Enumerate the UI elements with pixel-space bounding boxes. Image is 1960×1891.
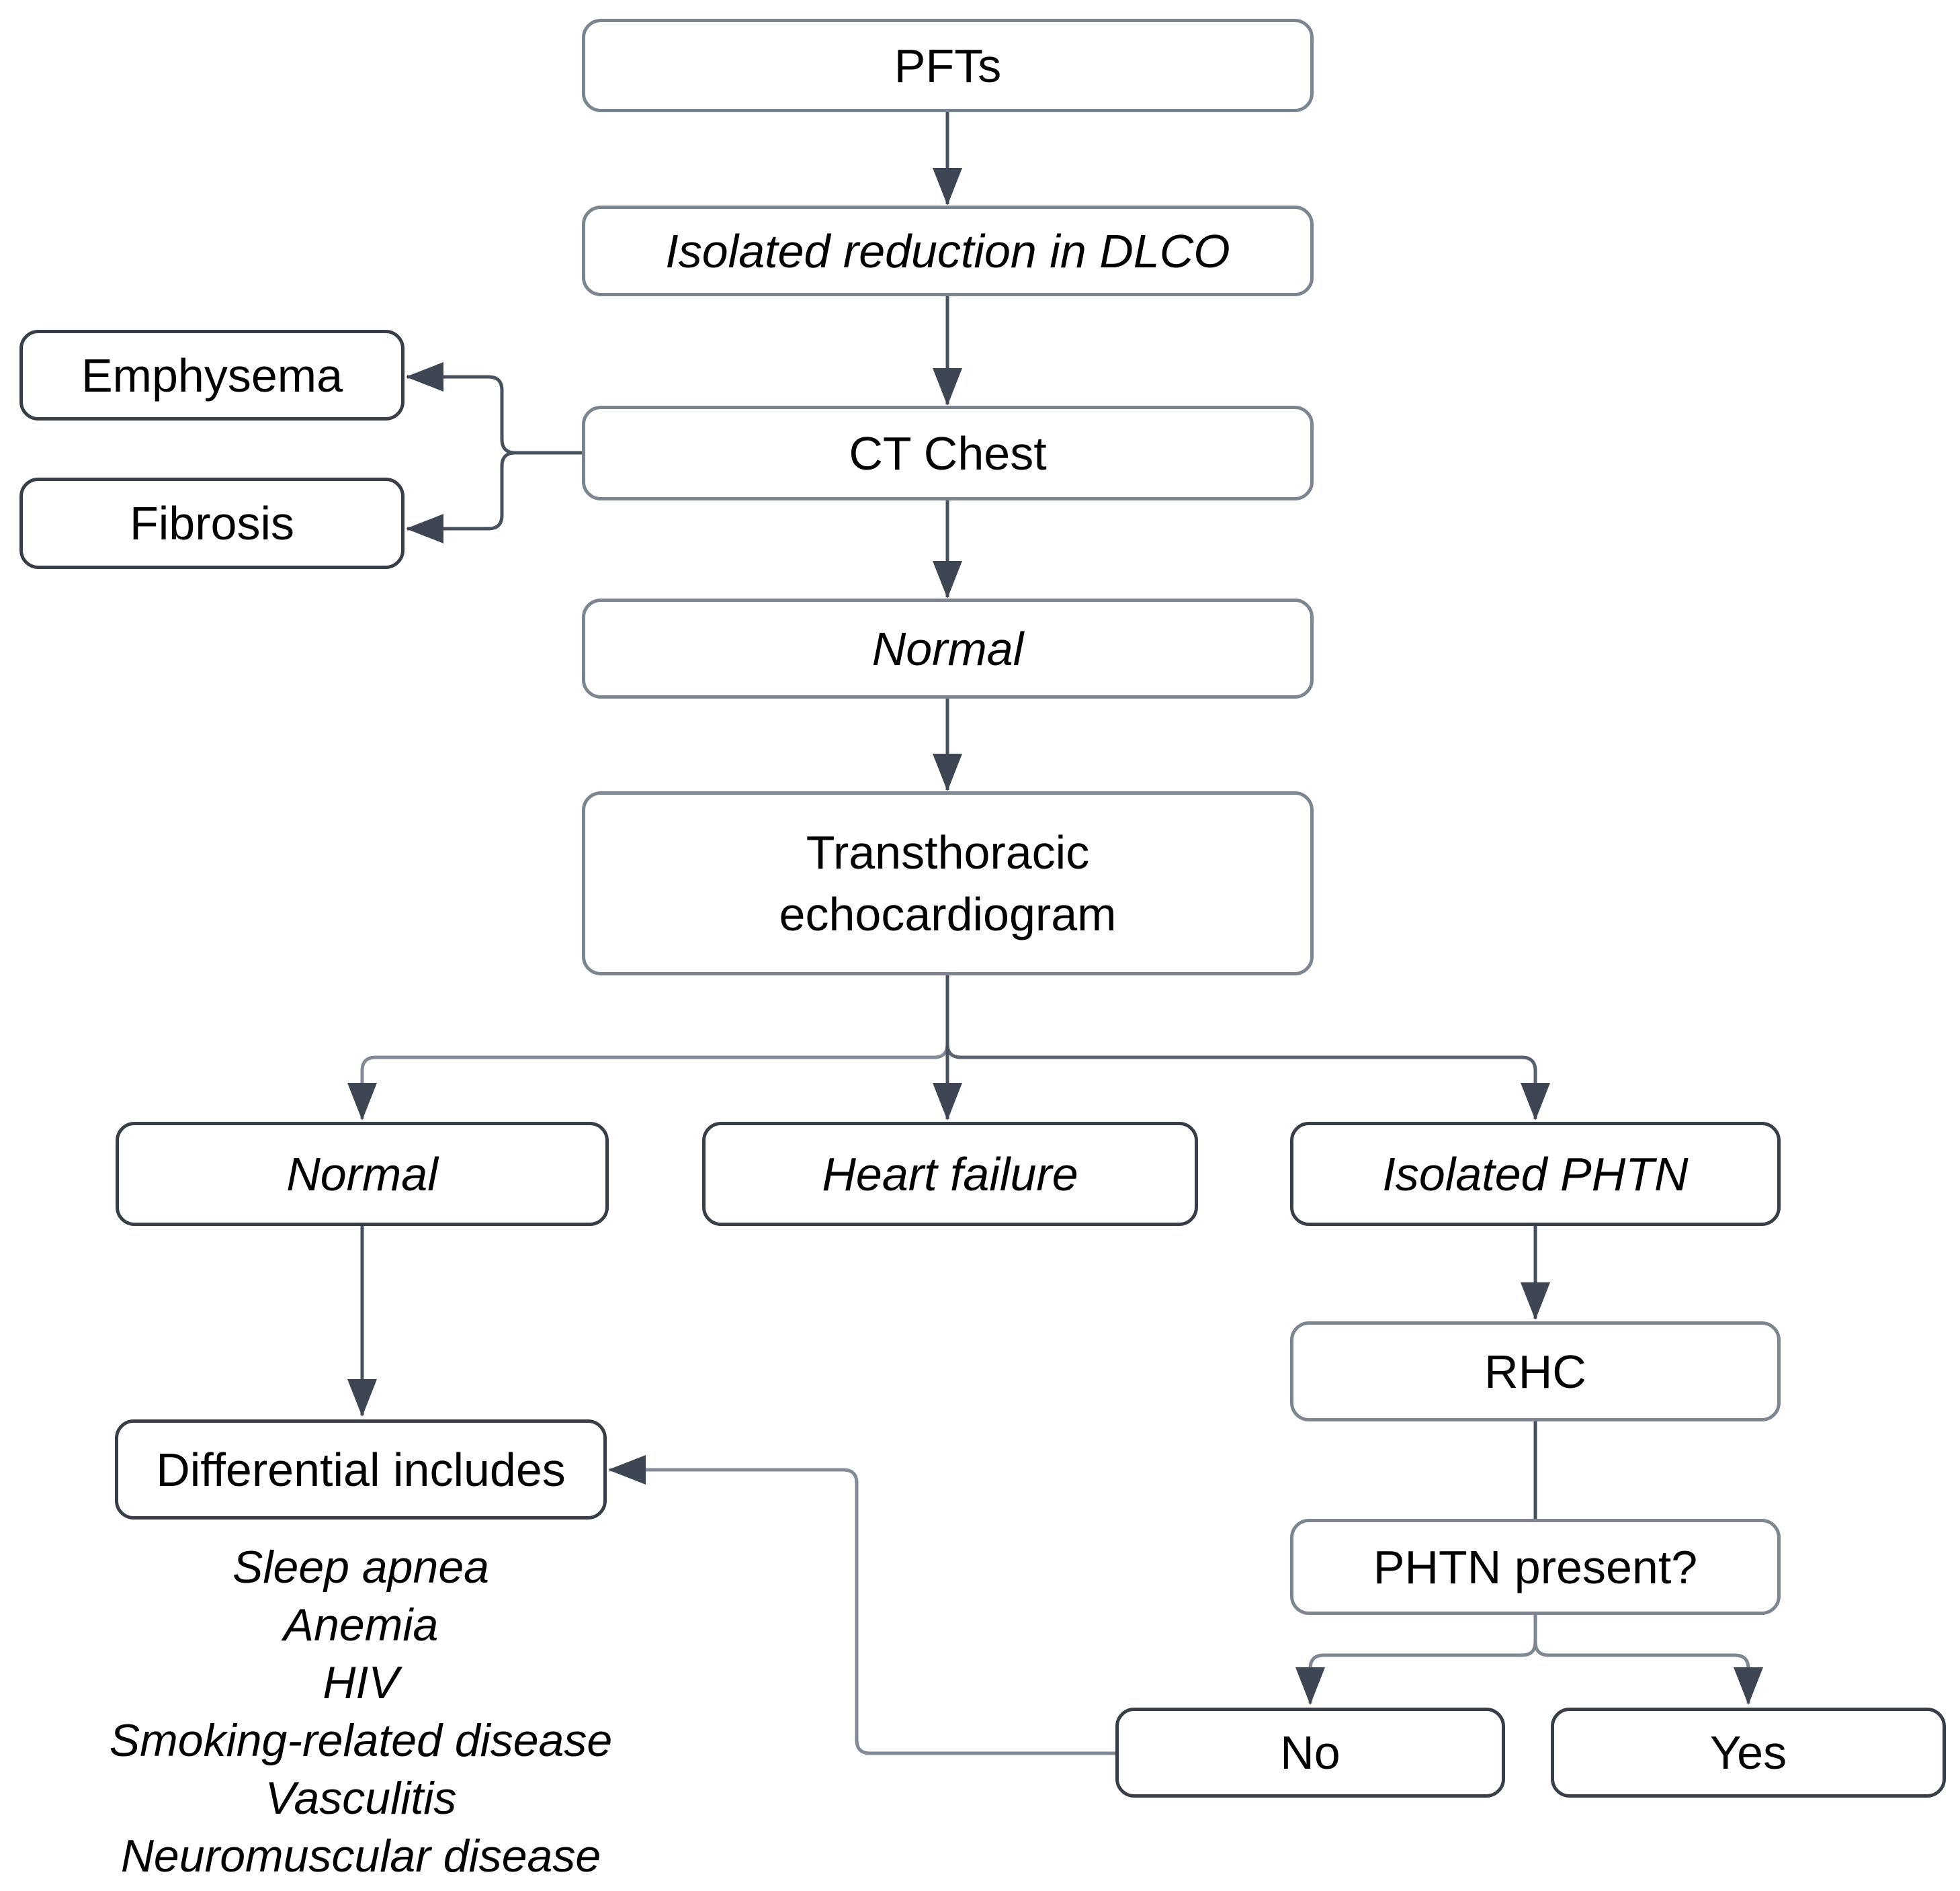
edge-tte-isolatedphtn	[945, 975, 1550, 1120]
node-isolated-phtn: Isolated PHTN	[1290, 1122, 1781, 1226]
differential-item: Neuromuscular disease	[120, 1831, 601, 1882]
edge-phtnpresent-yes	[1533, 1615, 1763, 1705]
node-no-label: No	[1280, 1726, 1340, 1779]
node-differential-includes: Differential includes	[115, 1419, 607, 1520]
node-transthoracic-echocardiogram: Transthoracic echocardiogram	[582, 791, 1314, 975]
edge-ctchest-emphysema	[406, 362, 582, 455]
differential-item: Sleep apnea	[232, 1542, 489, 1593]
node-fibrosis-label: Fibrosis	[129, 497, 295, 549]
node-heart-failure-label: Heart failure	[822, 1147, 1078, 1200]
node-phtn-present-label: PHTN present?	[1373, 1540, 1698, 1593]
edge-no-differential	[608, 1455, 1115, 1755]
node-pfts-label: PFTs	[894, 39, 1002, 92]
node-yes: Yes	[1551, 1708, 1946, 1798]
node-ct-normal-label: Normal	[871, 622, 1024, 675]
node-fibrosis: Fibrosis	[19, 478, 404, 569]
node-ct-chest-label: CT Chest	[849, 427, 1047, 480]
node-phtn-present: PHTN present?	[1290, 1519, 1781, 1615]
differential-item: Anemia	[283, 1599, 439, 1651]
node-ct-normal: Normal	[582, 599, 1314, 699]
node-differential-includes-label: Differential includes	[156, 1443, 566, 1496]
node-rhc: RHC	[1290, 1321, 1781, 1421]
node-ct-chest: CT Chest	[582, 406, 1314, 500]
edge-tte-normal	[347, 975, 949, 1120]
differential-item: Vasculitis	[265, 1773, 457, 1824]
node-no: No	[1115, 1708, 1505, 1798]
node-tte-normal-label: Normal	[286, 1147, 438, 1200]
node-emphysema-label: Emphysema	[81, 349, 343, 402]
node-isolated-reduction-dlco-label: Isolated reduction in DLCO	[665, 224, 1230, 277]
node-isolated-reduction-dlco: Isolated reduction in DLCO	[582, 206, 1314, 296]
node-isolated-phtn-label: Isolated PHTN	[1382, 1147, 1689, 1200]
edge-ctchest-fibrosis	[406, 451, 582, 543]
differential-list: Sleep apnea Anemia HIV Smoking-related d…	[25, 1538, 697, 1885]
node-transthoracic-echocardiogram-label: Transthoracic echocardiogram	[779, 826, 1117, 940]
differential-item: Smoking-related disease	[109, 1715, 613, 1766]
differential-item: HIV	[323, 1657, 399, 1708]
node-rhc-label: RHC	[1484, 1345, 1586, 1398]
node-emphysema: Emphysema	[19, 330, 404, 421]
node-heart-failure: Heart failure	[702, 1122, 1198, 1226]
node-tte-normal: Normal	[116, 1122, 609, 1226]
node-yes-label: Yes	[1709, 1726, 1787, 1779]
node-pfts: PFTs	[582, 19, 1314, 112]
edge-phtnpresent-no	[1295, 1615, 1537, 1705]
